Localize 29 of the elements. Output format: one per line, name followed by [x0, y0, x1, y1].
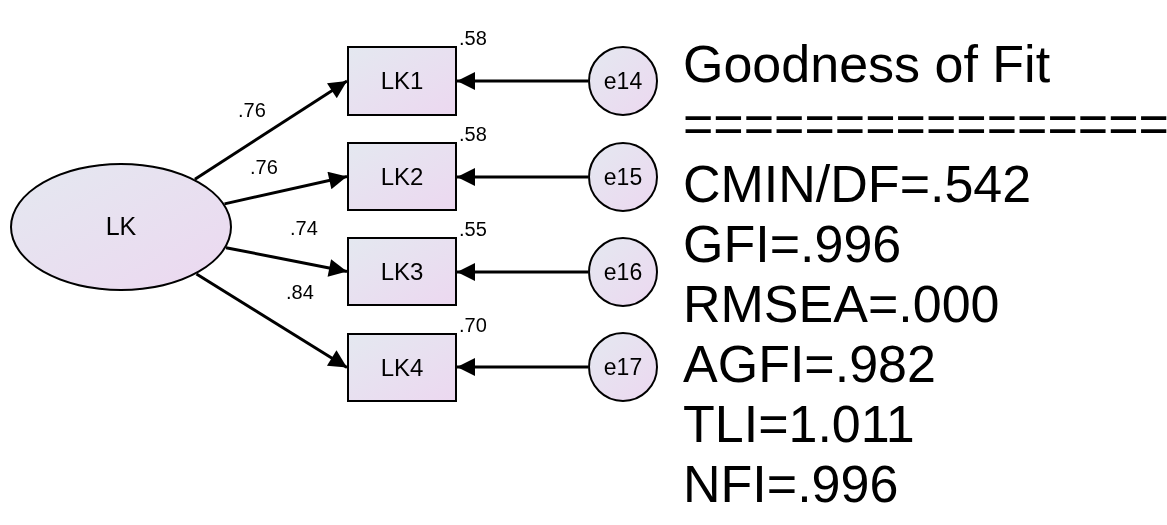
squared-correlation-label: .58: [459, 28, 487, 48]
observed-variable-box: LK1: [347, 46, 457, 116]
arrow: [457, 168, 588, 186]
edge-label: .74: [290, 218, 318, 238]
fit-index-value: AGFI=.982: [683, 334, 937, 394]
observed-variable-box: LK3: [347, 237, 457, 306]
fit-index-value: GFI=.996: [683, 214, 903, 274]
fit-index-value: TLI=1.011: [683, 394, 916, 454]
arrow: [224, 171, 348, 206]
squared-correlation-label: .58: [459, 124, 487, 144]
squared-correlation-label: .55: [459, 219, 487, 239]
arrow: [194, 79, 348, 181]
fit-index-value: RMSEA=.000: [683, 274, 1001, 334]
observed-variable-box: LK2: [347, 142, 457, 211]
edge-label: .76: [238, 100, 266, 120]
edge-label: .76: [250, 157, 278, 177]
arrow: [225, 246, 348, 277]
fit-index-value: CMIN/DF=.542: [683, 154, 1033, 214]
separator-line-text: ================: [683, 94, 1167, 154]
arrow: [457, 72, 588, 90]
arrow: [195, 272, 348, 369]
squared-correlation-label: .70: [459, 315, 487, 335]
fit-heading: Goodness of Fit: [683, 34, 1052, 94]
latent-variable-ellipse: LK: [10, 163, 232, 291]
arrow: [457, 263, 588, 281]
fit-index-value: NFI=.996: [683, 454, 900, 514]
arrow: [457, 358, 588, 376]
edge-label: .84: [286, 282, 314, 302]
observed-variable-box: LK4: [347, 333, 457, 402]
